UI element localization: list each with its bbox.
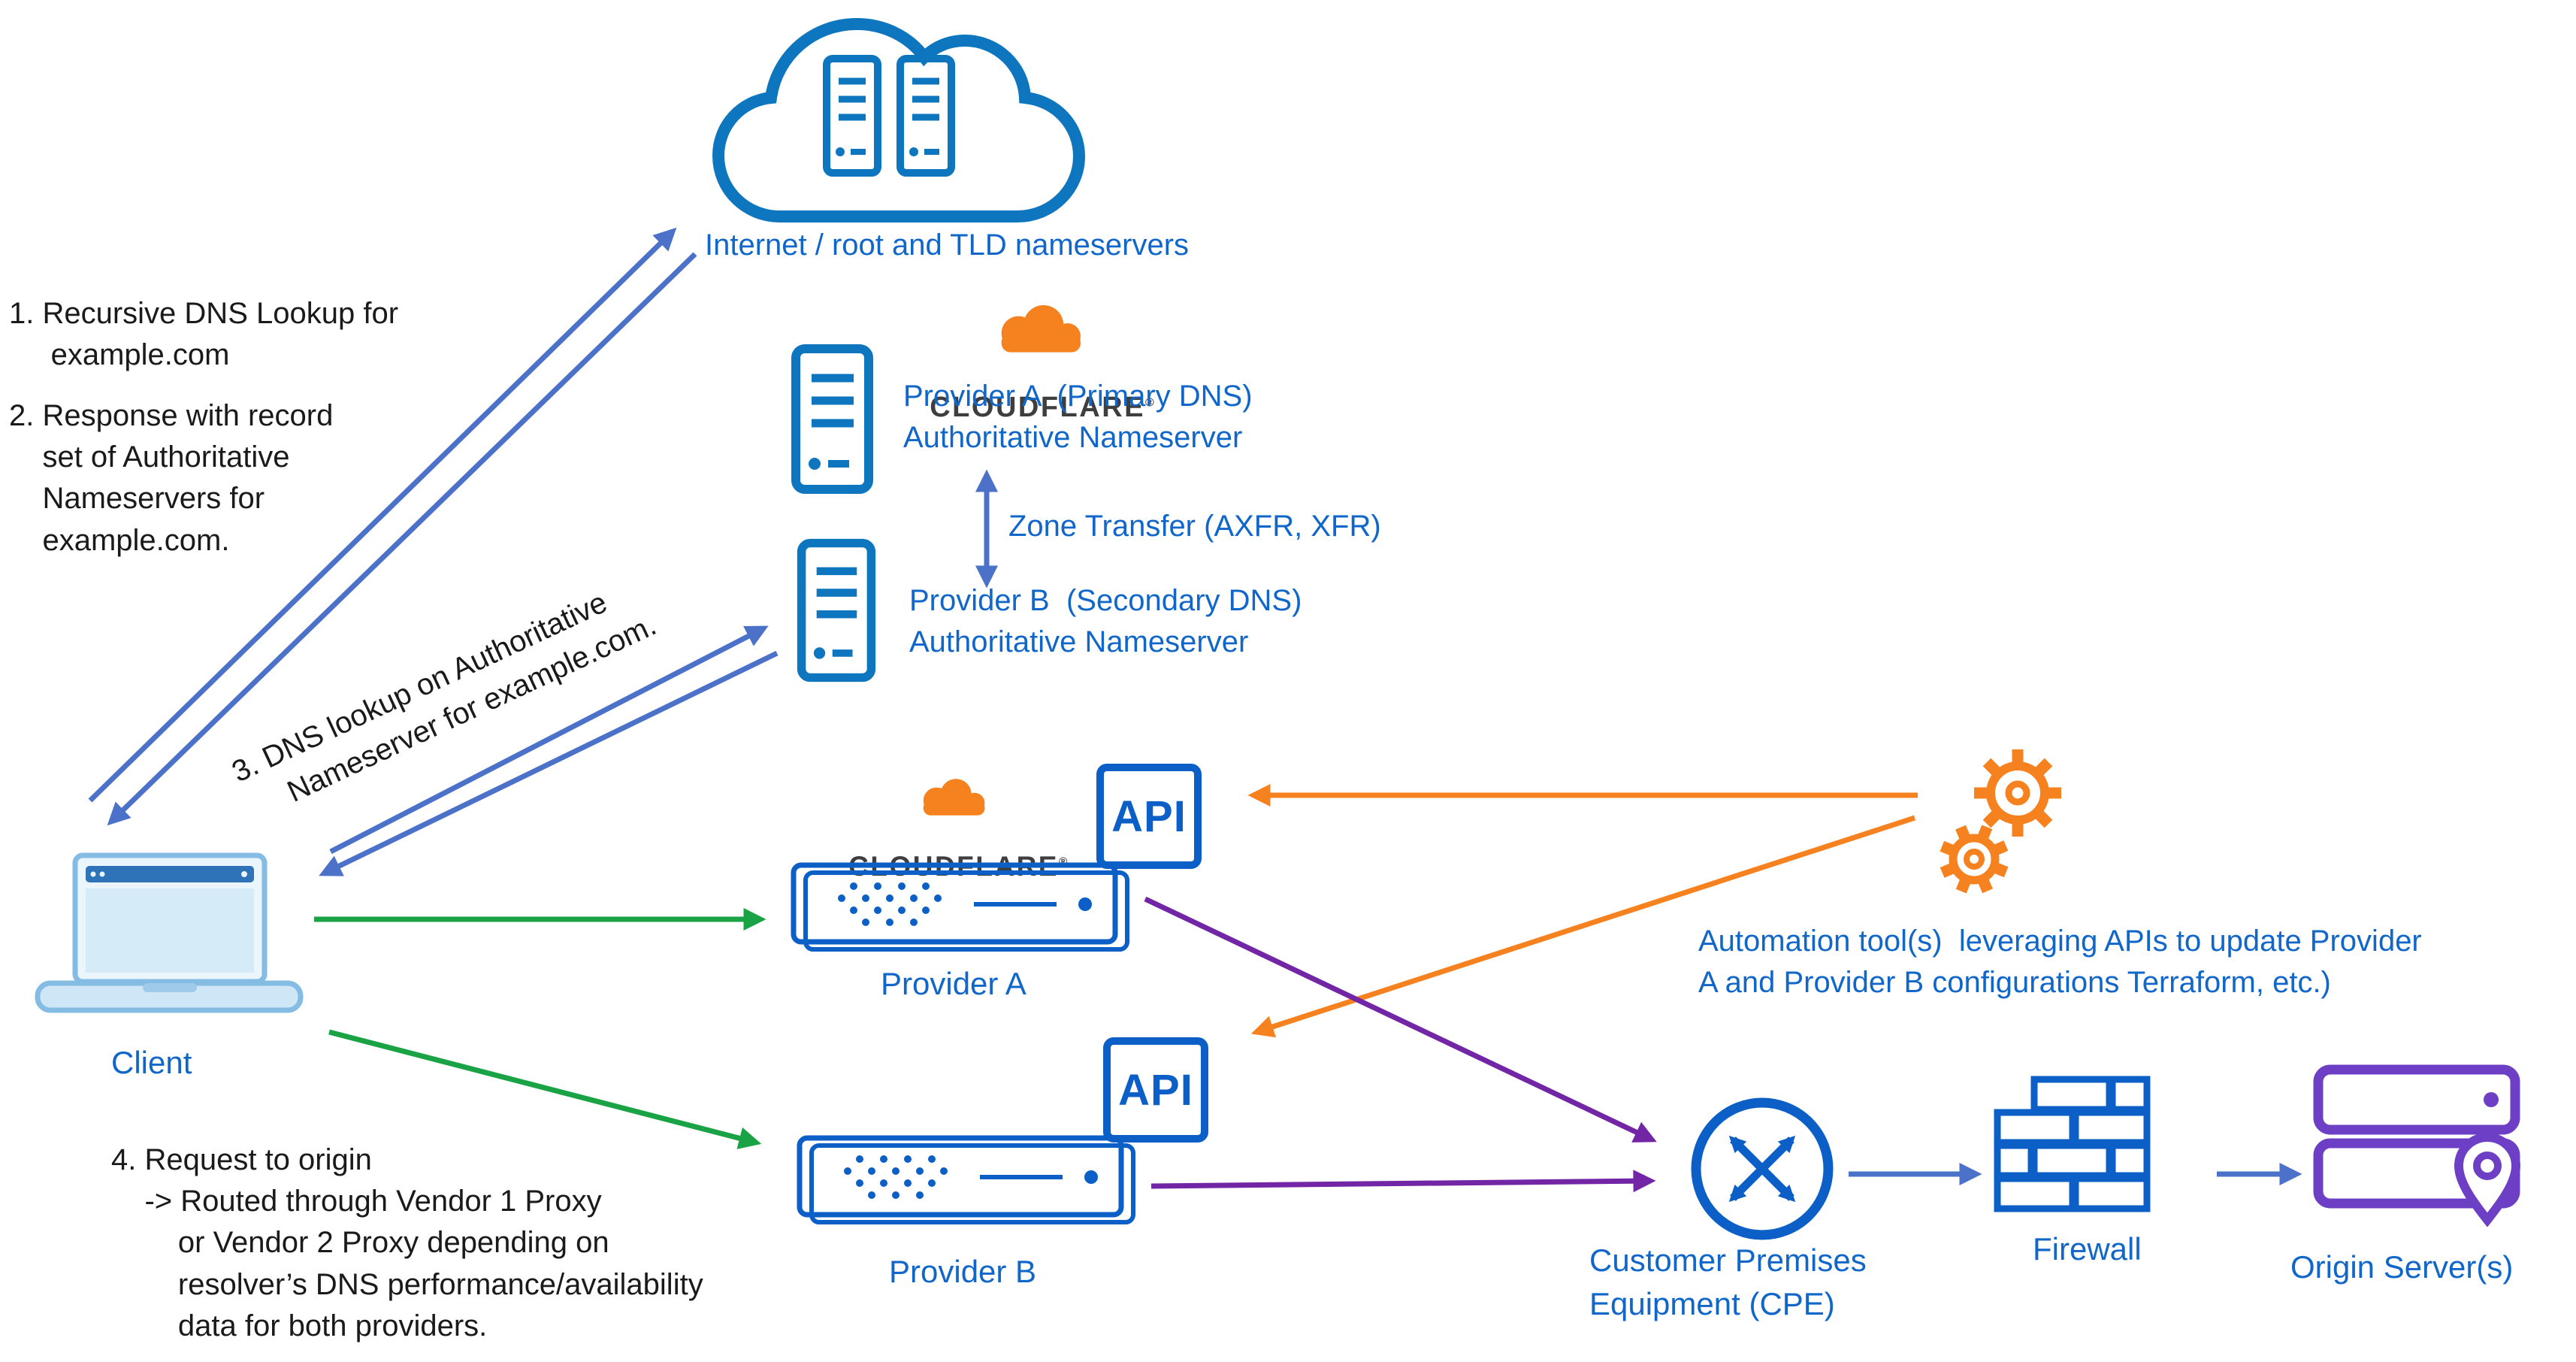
step2-note: 2. Response with record set of Authorita… xyxy=(9,399,334,557)
nameserver-a-label: Provider A (Primary DNS) Authoritative N… xyxy=(903,380,1253,455)
arrow-recursive-lookup xyxy=(88,227,677,803)
api-label: API xyxy=(1111,791,1187,841)
proxy-appliance-b-icon xyxy=(797,1135,1135,1224)
internet-cloud-icon xyxy=(712,17,1086,222)
provider-b-label: Provider B xyxy=(889,1254,1037,1289)
step4-note: 4. Request to origin -> Routed through V… xyxy=(111,1143,703,1342)
arrow-provider-b-cpe xyxy=(1150,1170,1656,1193)
cpe-router-icon xyxy=(1691,1097,1834,1240)
nameserver-b-icon xyxy=(797,538,876,683)
internet-label: Internet / root and TLD nameservers xyxy=(705,229,1190,262)
automation-label: Automation tool(s) leveraging APIs to up… xyxy=(1698,925,2422,1000)
api-box-a: API xyxy=(1096,764,1202,869)
nameserver-a-icon xyxy=(791,344,873,494)
arrow-auth-response xyxy=(319,650,779,876)
cpe-label: Customer Premises Equipment (CPE) xyxy=(1589,1242,1867,1321)
zone-transfer-label: Zone Transfer (AXFR, XFR) xyxy=(1008,510,1381,543)
api-box-b: API xyxy=(1103,1037,1208,1143)
nameserver-b-label: Provider B (Secondary DNS) Authoritative… xyxy=(909,584,1302,659)
firewall-icon xyxy=(1994,1076,2151,1212)
rack-server-icon xyxy=(823,55,881,177)
step1-note: 1. Recursive DNS Lookup for example.com xyxy=(9,297,399,372)
arrow-automation-api-b xyxy=(1250,815,1916,1038)
arrow-ns-response xyxy=(107,252,697,826)
provider-a-label: Provider A xyxy=(881,966,1026,1001)
arrow-client-provider-b xyxy=(328,1029,762,1149)
client-laptop-icon xyxy=(35,852,304,1013)
proxy-appliance-a-icon xyxy=(791,862,1129,952)
cloudflare-cloud-icon xyxy=(923,779,985,816)
cloudflare-wordmark: CLOUDFLARE® xyxy=(930,392,1156,423)
client-label: Client xyxy=(111,1045,192,1080)
origin-label: Origin Server(s) xyxy=(2290,1249,2514,1285)
automation-gears-icon xyxy=(1940,749,2061,894)
arrow-auth-lookup xyxy=(329,625,769,855)
firewall-label: Firewall xyxy=(2033,1231,2142,1267)
api-label: API xyxy=(1118,1065,1193,1115)
rack-server-icon xyxy=(896,55,955,177)
registered-mark: ® xyxy=(1145,396,1156,410)
registered-mark: ® xyxy=(1059,855,1069,869)
arrow-provider-a-cpe xyxy=(1144,896,1657,1143)
origin-servers-icon xyxy=(2313,1064,2521,1227)
location-pin-icon xyxy=(2454,1133,2521,1227)
cloudflare-cloud-icon xyxy=(1001,305,1081,353)
